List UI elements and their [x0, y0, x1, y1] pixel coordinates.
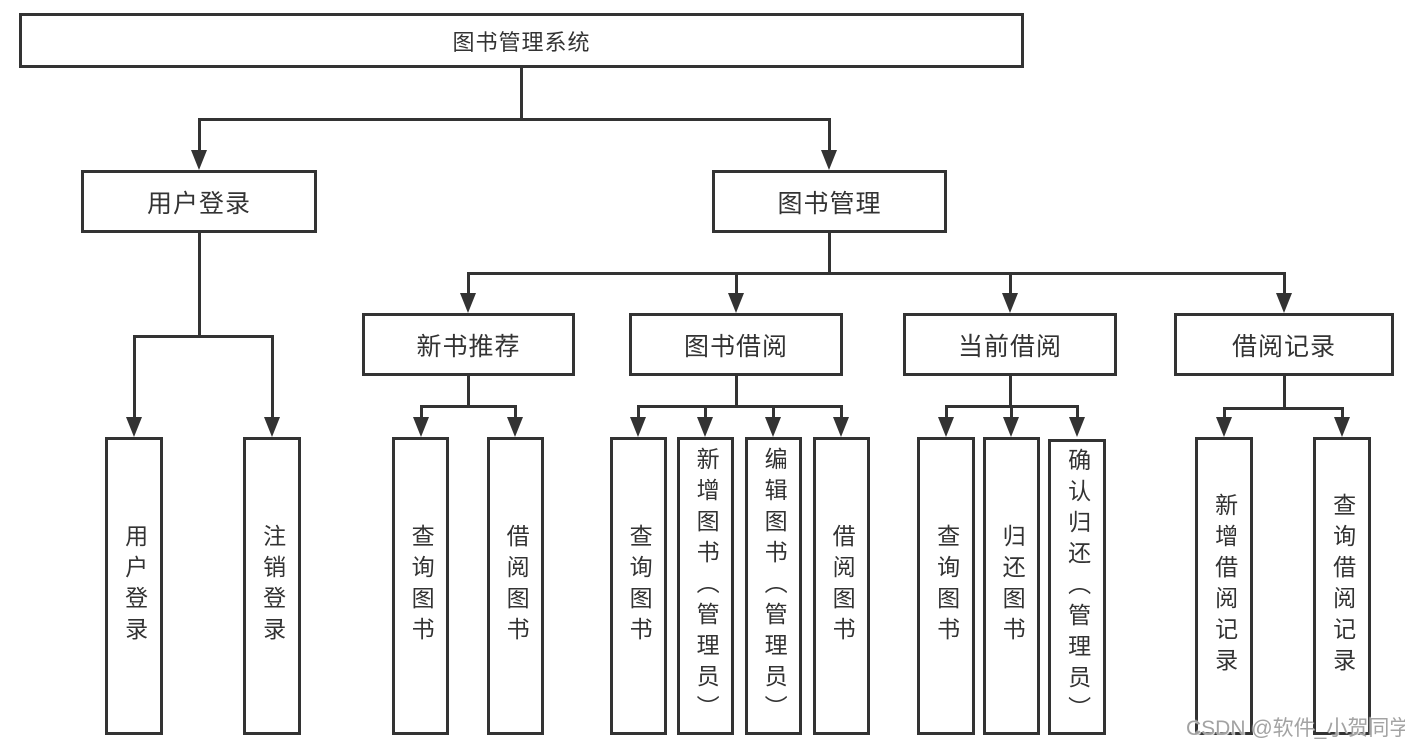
node-confirm-return-admin: 确认归还（管理员）: [1048, 439, 1106, 735]
connector-line: [735, 272, 738, 295]
connector-line: [198, 233, 201, 335]
node-add-borrow-record: 新增借阅记录: [1195, 437, 1253, 735]
connector-line: [133, 335, 274, 338]
arrowhead-icon: [1069, 417, 1085, 437]
arrowhead-icon: [507, 417, 523, 437]
arrowhead-icon: [413, 417, 429, 437]
arrowhead-icon: [1334, 417, 1350, 437]
connector-line: [198, 118, 831, 121]
node-book-borrowing: 图书借阅: [629, 313, 843, 376]
connector-line: [420, 405, 423, 419]
node-query-borrow-record: 查询借阅记录: [1313, 437, 1371, 735]
connector-line: [637, 405, 640, 419]
connector-line: [467, 272, 470, 295]
connector-line: [520, 68, 523, 120]
arrowhead-icon: [264, 417, 280, 437]
arrowhead-icon: [765, 417, 781, 437]
arrowhead-icon: [697, 417, 713, 437]
arrowhead-icon: [126, 417, 142, 437]
node-borrow-books-borrowing: 借阅图书: [813, 437, 870, 735]
arrowhead-icon: [1216, 417, 1232, 437]
node-user-login-leaf: 用户登录: [105, 437, 163, 735]
node-user-login: 用户登录: [81, 170, 317, 233]
connector-line: [133, 335, 136, 419]
node-query-books-recommend: 查询图书: [392, 437, 449, 735]
connector-line: [945, 405, 948, 419]
arrowhead-icon: [1003, 417, 1019, 437]
arrowhead-icon: [821, 150, 837, 170]
node-return-books: 归还图书: [983, 437, 1040, 735]
arrowhead-icon: [191, 150, 207, 170]
arrowhead-icon: [833, 417, 849, 437]
arrowhead-icon: [1276, 293, 1292, 313]
connector-line: [271, 335, 274, 419]
connector-line: [467, 272, 1286, 275]
node-book-management: 图书管理: [712, 170, 947, 233]
arrowhead-icon: [938, 417, 954, 437]
connector-line: [420, 405, 517, 408]
arrowhead-icon: [460, 293, 476, 313]
node-library-management-system: 图书管理系统: [19, 13, 1024, 68]
connector-line: [1010, 405, 1013, 419]
connector-line: [1283, 272, 1286, 295]
connector-line: [1009, 376, 1012, 405]
connector-line: [1341, 407, 1344, 419]
connector-line: [637, 405, 843, 408]
connector-line: [1009, 272, 1012, 295]
connector-line: [704, 405, 707, 419]
connector-line: [1223, 407, 1226, 419]
connector-line: [1223, 407, 1344, 410]
node-current-borrowing: 当前借阅: [903, 313, 1117, 376]
node-new-book-recommendation: 新书推荐: [362, 313, 575, 376]
node-borrowing-records: 借阅记录: [1174, 313, 1394, 376]
arrowhead-icon: [1002, 293, 1018, 313]
connector-line: [828, 233, 831, 275]
node-logout: 注销登录: [243, 437, 301, 735]
connector-line: [467, 376, 470, 405]
connector-line: [1283, 376, 1286, 407]
arrowhead-icon: [630, 417, 646, 437]
connector-line: [840, 405, 843, 419]
node-edit-book-admin: 编辑图书（管理员）: [745, 437, 802, 735]
connector-line: [514, 405, 517, 419]
connector-line: [828, 118, 831, 152]
connector-line: [198, 118, 201, 152]
node-query-books-borrowing: 查询图书: [610, 437, 667, 735]
node-borrow-books-recommend: 借阅图书: [487, 437, 544, 735]
connector-line: [772, 405, 775, 419]
connector-line: [735, 376, 738, 405]
csdn-watermark: CSDN @软件_小贺同学: [1186, 717, 1405, 740]
node-query-books-current: 查询图书: [917, 437, 975, 735]
arrowhead-icon: [728, 293, 744, 313]
node-add-book-admin: 新增图书（管理员）: [677, 437, 734, 735]
connector-line: [1076, 405, 1079, 419]
